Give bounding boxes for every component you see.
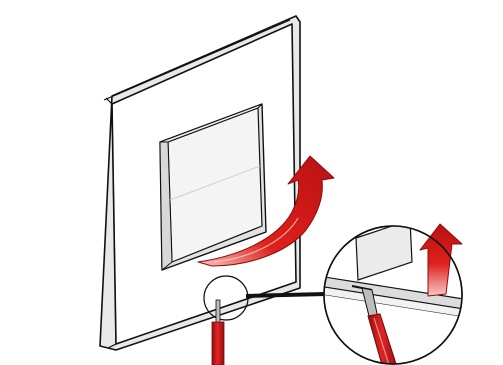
- detail-callout: [310, 206, 470, 365]
- detail-leader-line: [246, 294, 326, 296]
- detail-recess-edge: [410, 212, 440, 220]
- screwdriver-handle: [212, 322, 224, 365]
